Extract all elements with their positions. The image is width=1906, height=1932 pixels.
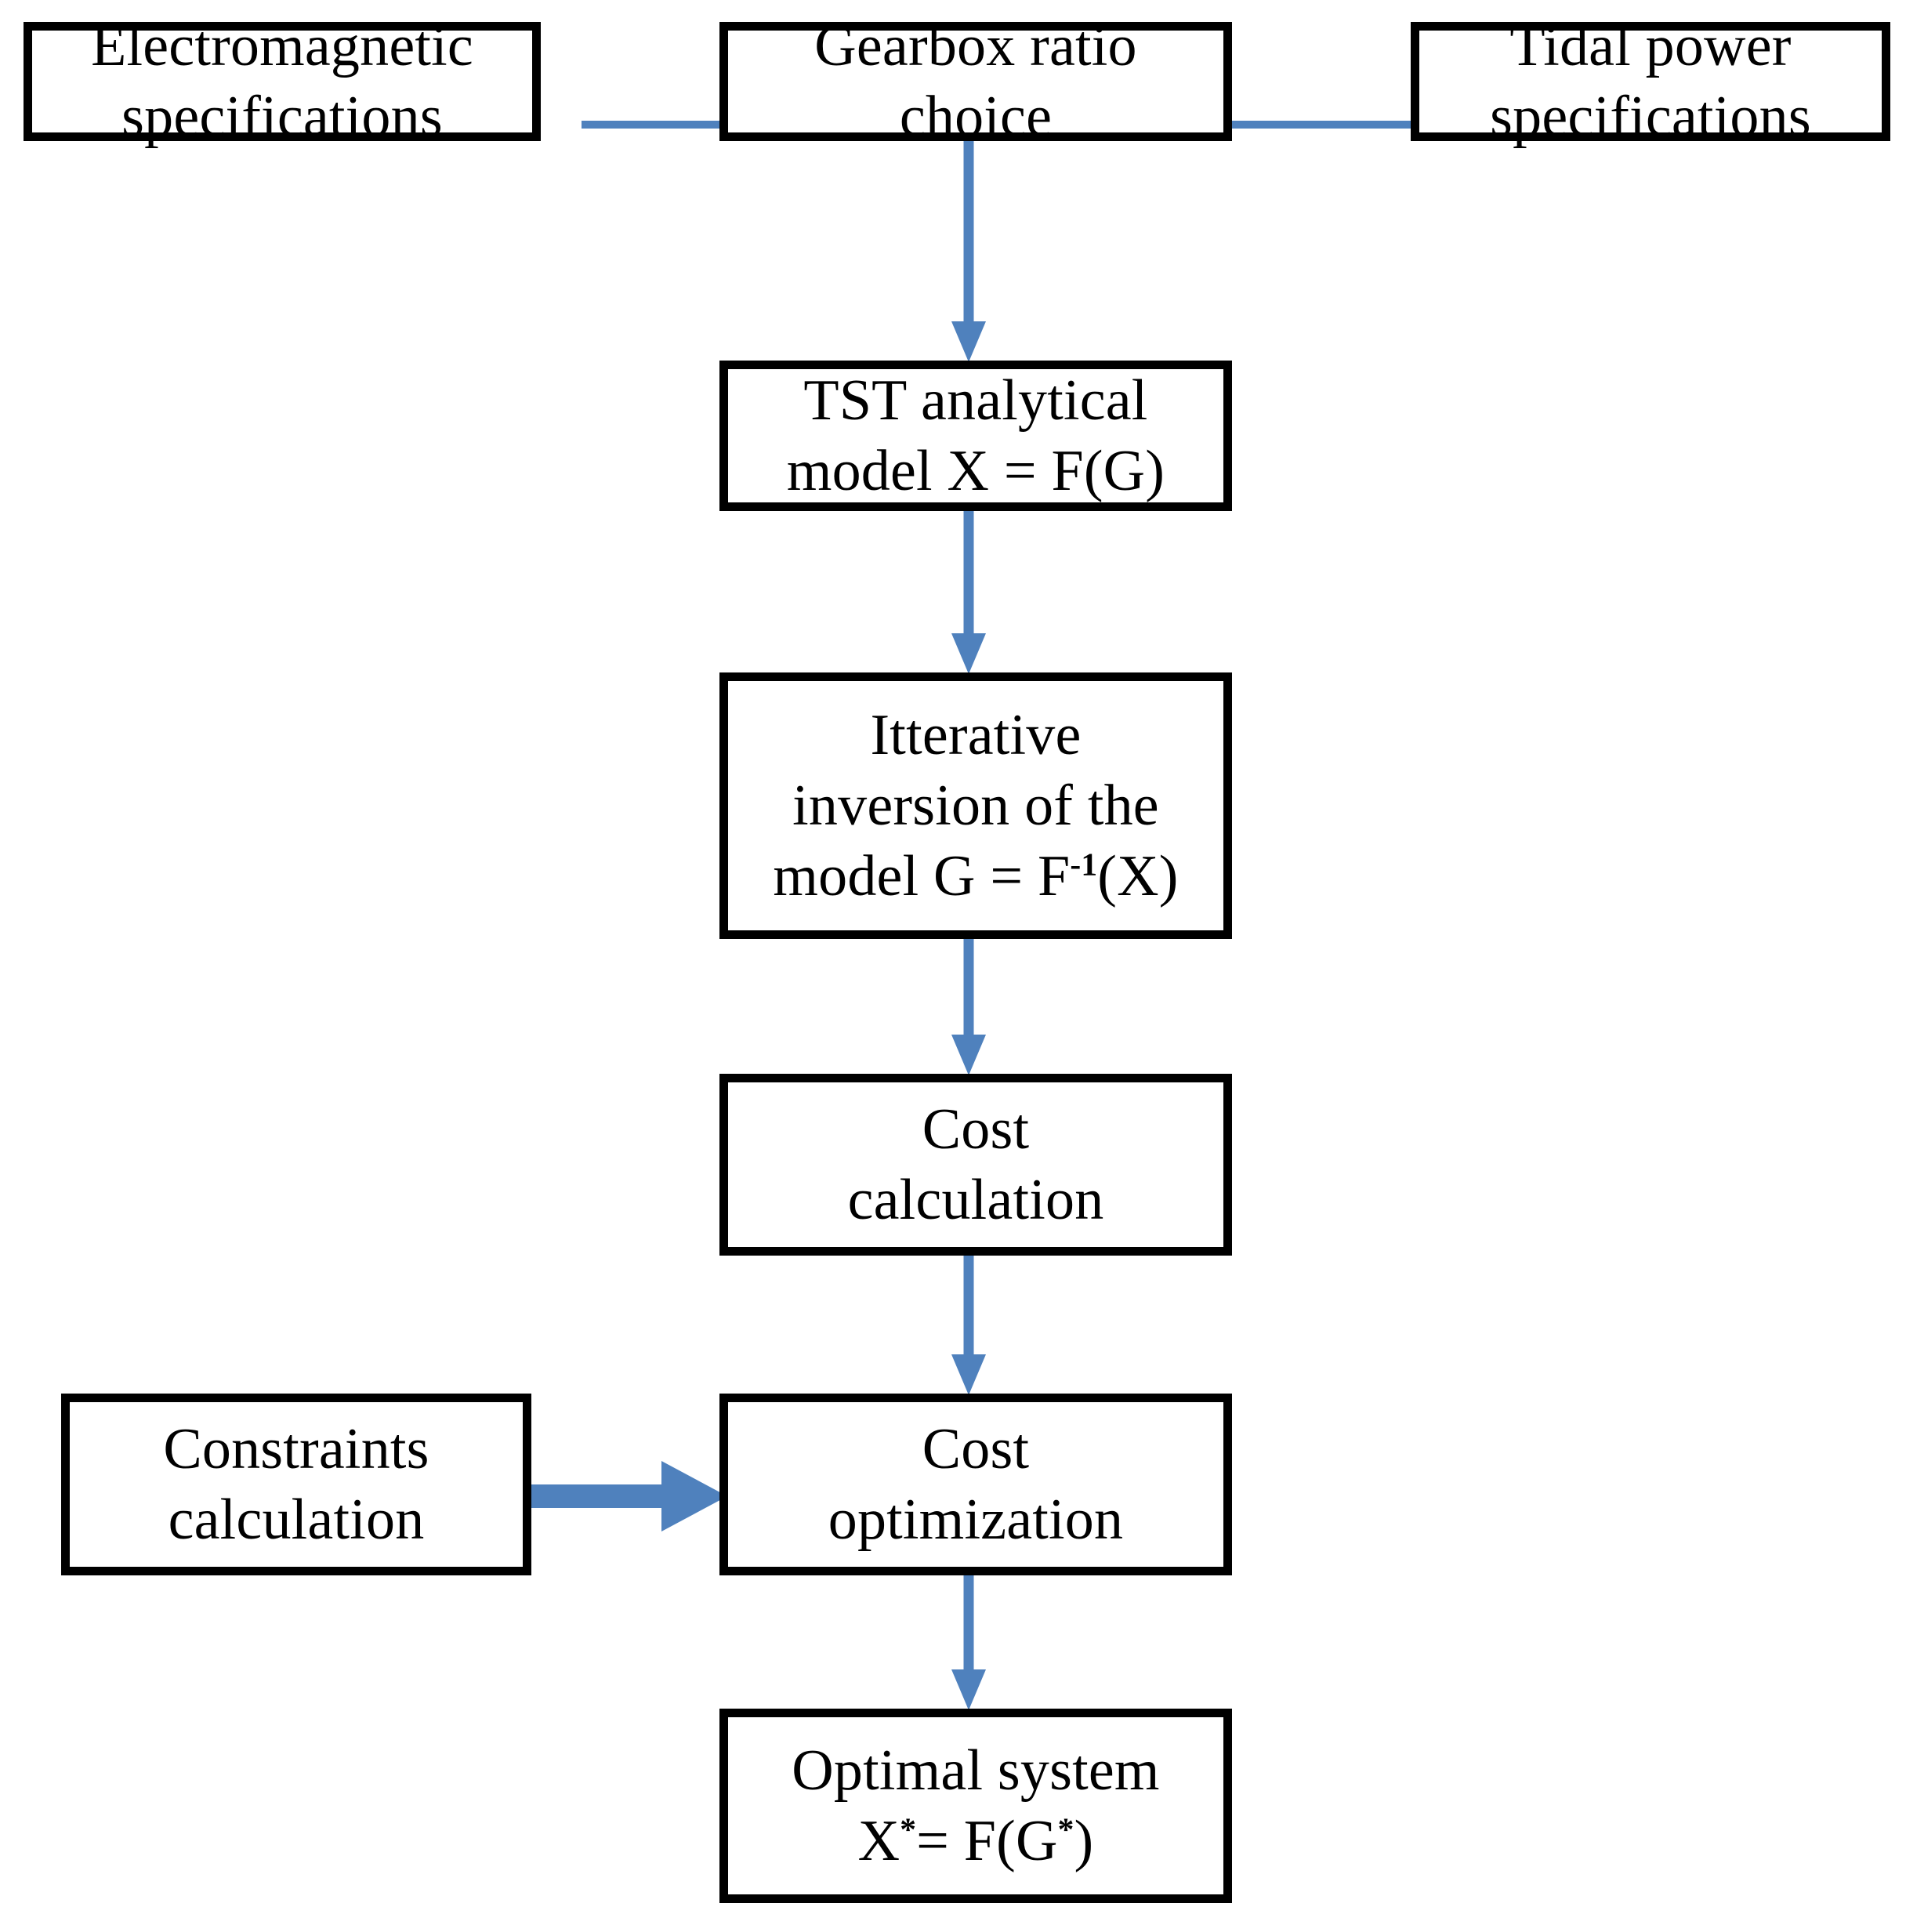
arrow-tst-model-to-inversion bbox=[951, 509, 987, 676]
node-label-line2-a: X bbox=[857, 1809, 900, 1873]
node-tidal-power-specifications[interactable]: Tidal power specifications bbox=[1411, 14, 1890, 149]
connector-gearbox-to-tidal bbox=[1223, 121, 1419, 129]
node-label-line3-suffix: (X) bbox=[1097, 844, 1179, 909]
connector-electromagnetic-to-gearbox bbox=[582, 121, 730, 129]
node-label: Tidal power specifications bbox=[1490, 13, 1811, 149]
node-cost-optimization[interactable]: Cost optimization bbox=[719, 1394, 1232, 1575]
node-label: Gearbox ratio choice bbox=[814, 13, 1137, 149]
node-label-line2-b: = F(G bbox=[916, 1809, 1058, 1873]
node-label-line2: inversion of the bbox=[792, 773, 1159, 838]
arrow-constraints-to-cost-optimization bbox=[527, 1455, 729, 1538]
node-label-line2: model X = F(G) bbox=[786, 439, 1165, 503]
node-label: Electromagnetic specifications bbox=[91, 13, 473, 149]
node-constraints-calculation[interactable]: Constraints calculation bbox=[61, 1394, 531, 1575]
node-electromagnetic-specifications[interactable]: Electromagnetic specifications bbox=[24, 14, 541, 149]
arrow-inversion-to-cost-calculation bbox=[951, 937, 987, 1077]
arrow-cost-optimization-to-optimal-system bbox=[951, 1574, 987, 1712]
node-label-superscript: -1 bbox=[1070, 846, 1098, 883]
node-cost-calculation[interactable]: Cost calculation bbox=[719, 1074, 1232, 1256]
node-label-superscript-1: * bbox=[900, 1811, 917, 1847]
node-label-line3-prefix: model G = F bbox=[773, 844, 1071, 909]
node-label-line1: Optimal system bbox=[792, 1738, 1160, 1803]
arrow-cost-calculation-to-cost-optimization bbox=[951, 1254, 987, 1397]
node-label-line1: Itterative bbox=[870, 702, 1082, 767]
node-label-line2-c: ) bbox=[1074, 1809, 1094, 1873]
node-label: Cost optimization bbox=[828, 1416, 1124, 1552]
node-gearbox-ratio-choice[interactable]: Gearbox ratio choice bbox=[719, 14, 1232, 149]
node-label: Cost calculation bbox=[847, 1096, 1104, 1232]
node-label-line1: TST analytical bbox=[803, 368, 1148, 433]
node-label: Constraints calculation bbox=[163, 1416, 429, 1552]
arrow-gearbox-to-tst-model bbox=[951, 140, 987, 364]
node-label-superscript-2: * bbox=[1057, 1811, 1074, 1847]
